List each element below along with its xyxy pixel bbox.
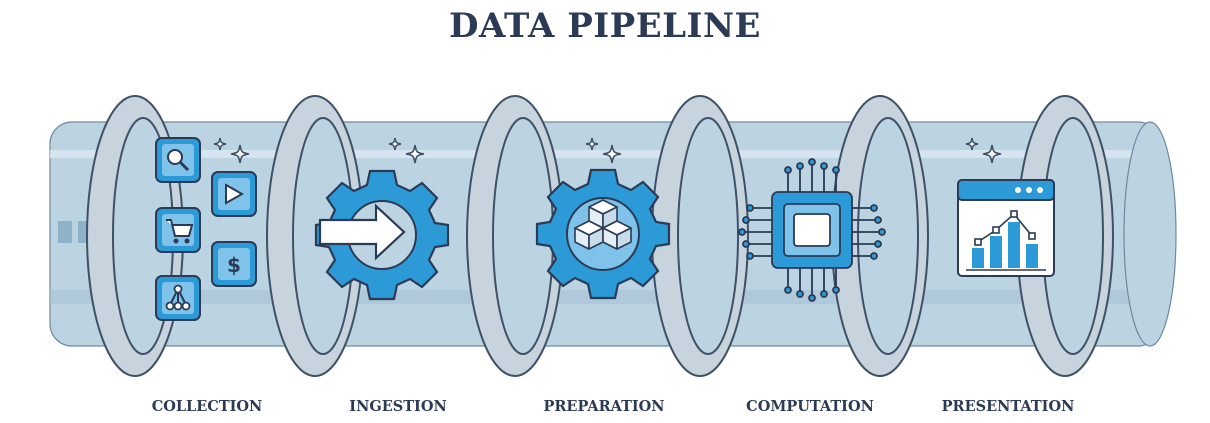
ring-3 (466, 95, 564, 377)
cart-icon (155, 207, 201, 253)
play-icon (211, 171, 257, 217)
ring-5 (831, 95, 929, 377)
dollar-icon: $ (211, 241, 257, 287)
svg-text:$: $ (227, 253, 241, 277)
ring-4 (651, 95, 749, 377)
stage-label-ingestion: INGESTION (349, 398, 447, 415)
ring-6 (1016, 95, 1114, 377)
page-title: DATA PIPELINE (449, 6, 761, 46)
stage-label-collection: COLLECTION (151, 398, 263, 415)
stage-label-presentation: PRESENTATION (941, 398, 1075, 415)
network-icon (155, 275, 201, 321)
stage-label-computation: COMPUTATION (746, 398, 874, 415)
gear-arrow-icon (314, 137, 450, 301)
bar-chart-window-icon (957, 137, 1055, 277)
gear-cubes-icon (535, 137, 671, 300)
stage-label-preparation: PREPARATION (543, 398, 665, 415)
processor-chip-icon (738, 158, 886, 302)
collection-icons: $ (155, 137, 257, 321)
search-icon (155, 137, 201, 183)
